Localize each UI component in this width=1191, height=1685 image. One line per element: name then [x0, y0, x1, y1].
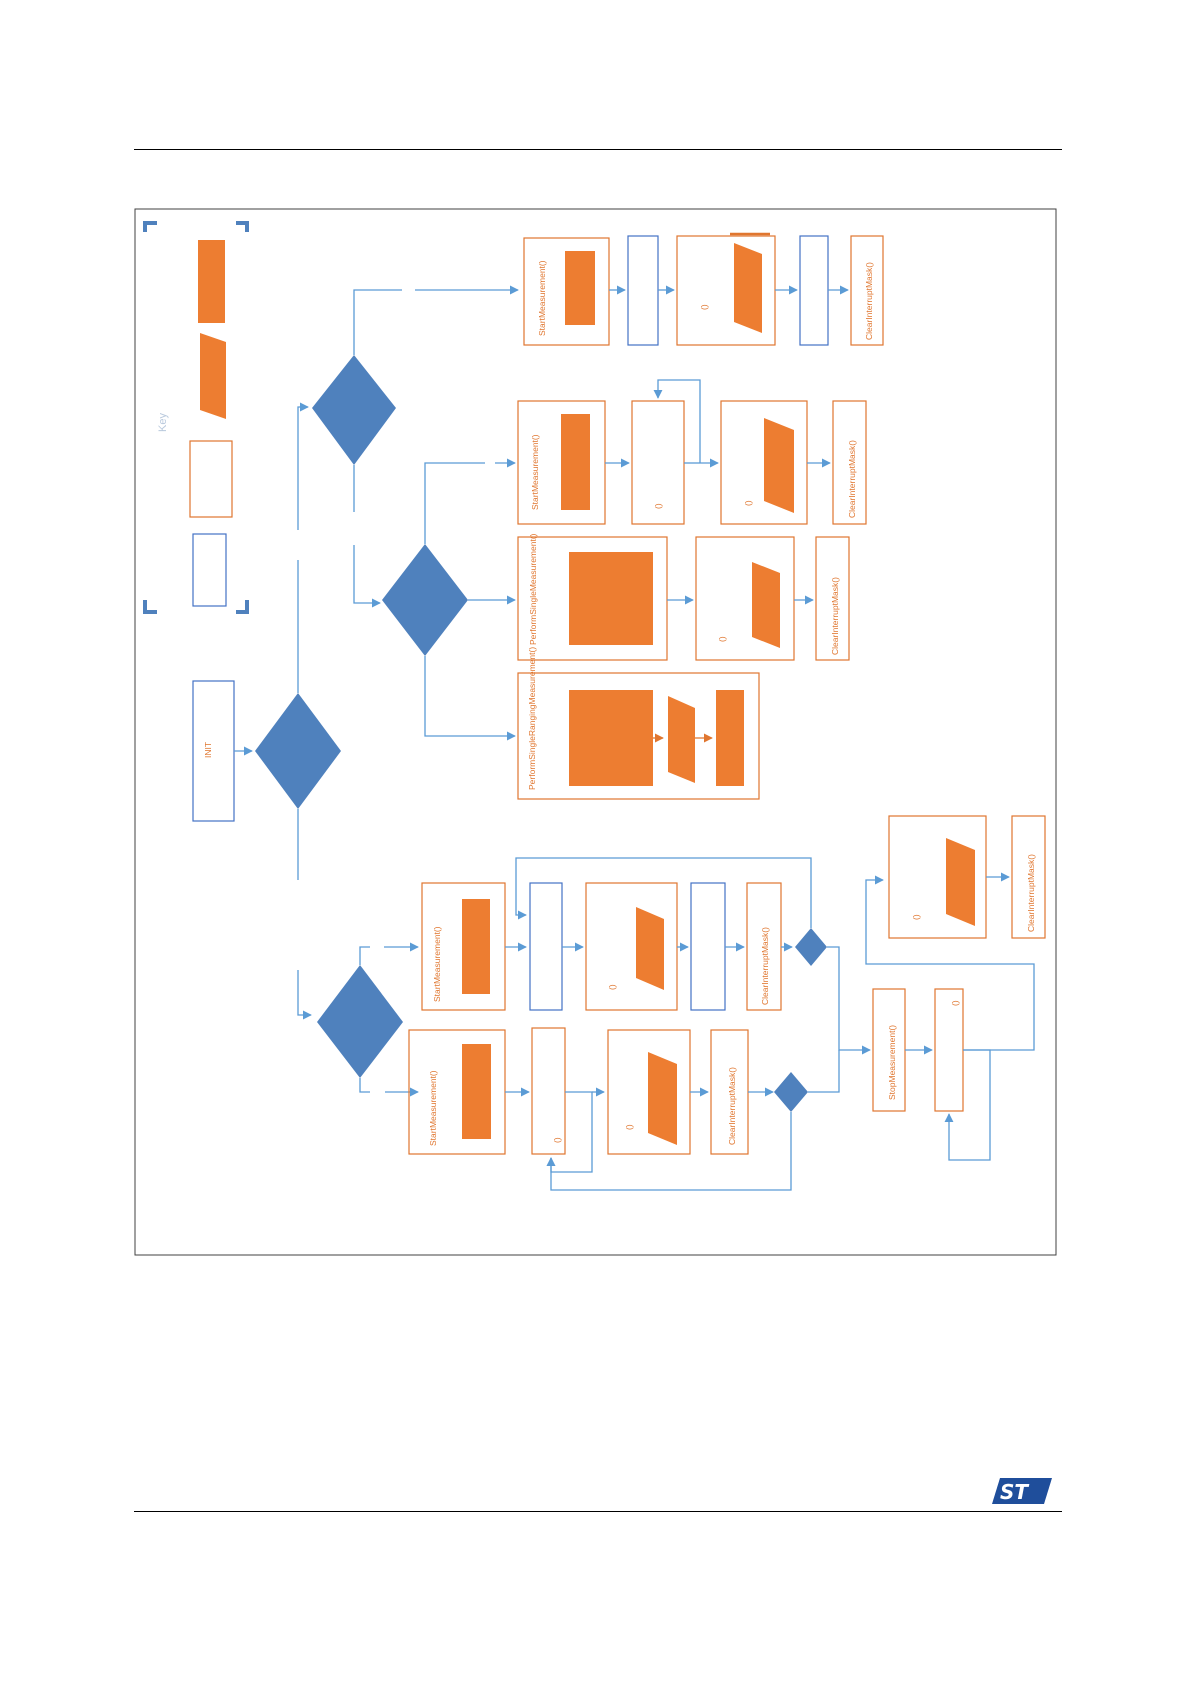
decision-a: [312, 355, 396, 465]
legend-io-shape: [200, 333, 226, 419]
decision-b: [382, 544, 468, 656]
arrow-to-row4: [424, 656, 516, 741]
row6-read-label: (): [624, 1124, 634, 1130]
st-logo-text: ST: [1000, 1480, 1029, 1504]
decision-b-up: [424, 462, 485, 544]
trunk-up-upper: [297, 402, 309, 530]
stop-label: StopMeasurement(): [887, 1025, 897, 1100]
row3-clear-box: [815, 536, 850, 661]
row2-start-label: StartMeasurement(): [530, 434, 540, 510]
row4-ranging-label: PerformSingleRangingMeasurement(): [527, 647, 537, 790]
row2-read-label: (): [743, 500, 753, 506]
row6-exit: [808, 1050, 840, 1093]
final-read-label: (): [911, 914, 921, 920]
row1-wait-box-2: [799, 235, 829, 346]
st-logo-badge: [992, 1478, 1052, 1504]
row5-wait-box: [529, 882, 563, 1011]
row1-read-io: [734, 243, 762, 333]
header-rule: [134, 149, 1062, 150]
row5-clear-label: ClearInterruptMask(): [760, 927, 770, 1005]
legend-corner-bl: [143, 600, 157, 614]
row1-wait-box: [627, 235, 659, 346]
final-read-io: [946, 838, 975, 926]
legend-corner-tl: [143, 221, 157, 232]
st-logo: ST: [992, 1478, 1052, 1504]
row5-wait-box-2: [690, 882, 726, 1011]
row2-poll-label: (): [653, 503, 663, 509]
row1-clear-box: [850, 235, 884, 346]
decision-c-down: [359, 1078, 370, 1093]
legend: Key: [143, 221, 249, 614]
row3-single-box: [517, 536, 668, 661]
row3-clear-label: ClearInterruptMask(): [830, 577, 840, 655]
row5-read-io: [636, 907, 664, 990]
row5-loop: [515, 857, 812, 928]
row5-decision: [795, 928, 827, 966]
row1-clear-label: ClearInterruptMask(): [864, 262, 874, 340]
row3-read-io: [752, 562, 780, 648]
trunk-down-lower: [297, 970, 312, 1020]
stop-poll-box: [934, 988, 964, 1112]
row4-clear-fill: [716, 690, 744, 786]
row2-clear-label: ClearInterruptMask(): [847, 440, 857, 518]
final-clear-box: [1011, 815, 1046, 939]
row1-start-box: [523, 237, 610, 346]
row5-read-label: (): [607, 984, 617, 990]
row2-clear-box: [832, 400, 867, 525]
legend-process-filled: [198, 240, 225, 323]
row6-poll-label: (): [552, 1137, 562, 1143]
row2-read-io: [764, 418, 794, 513]
decision-c-up: [359, 946, 370, 965]
row3-read-label: (): [717, 636, 727, 642]
row6-start-label: StartMeasurement(): [428, 1070, 438, 1146]
row4-read-io: [668, 696, 695, 783]
row3-read-box: [695, 536, 795, 661]
final-clear-label: ClearInterruptMask(): [1026, 854, 1036, 932]
row2-start-fill: [561, 414, 590, 510]
row6-poll-box: [531, 1027, 566, 1155]
mode-decision: [255, 693, 341, 809]
stop-poll-label: (): [950, 1000, 960, 1006]
decision-a-up: [353, 289, 402, 355]
row3-single-fill: [569, 552, 653, 645]
row5-exit: [827, 946, 871, 1055]
init-box: [192, 680, 235, 822]
row6-poll-loop: [546, 1091, 593, 1173]
arrow-to-decision-b: [353, 545, 381, 608]
row1-start-fill: [565, 251, 595, 325]
row3-single-label: PerformSingleMeasurement(): [528, 533, 538, 645]
row1-start-label: StartMeasurement(): [537, 260, 547, 336]
init-label: INIT: [203, 742, 213, 758]
row6-loop: [546, 1112, 792, 1191]
row6-decision: [774, 1072, 808, 1112]
stop-to-final: [865, 875, 1035, 1051]
footer-rule: [134, 1511, 1062, 1512]
row2-poll-loop: [653, 379, 701, 463]
legend-corner-tr: [236, 221, 249, 232]
row1-read-label: (): [699, 304, 709, 310]
legend-process-box: [189, 440, 233, 518]
legend-wait-box: [192, 533, 227, 607]
row4-ranging-fill: [569, 690, 653, 786]
decision-c: [317, 965, 403, 1078]
row5-start-label: StartMeasurement(): [432, 926, 442, 1002]
stop-poll-loop: [944, 1049, 991, 1161]
figure-frame: [134, 208, 1057, 1256]
legend-corner-br: [236, 600, 249, 614]
legend-key-label: Key: [157, 413, 169, 432]
row5-start-fill: [462, 899, 490, 994]
row6-read-io: [648, 1052, 677, 1145]
row6-clear-label: ClearInterruptMask(): [727, 1067, 737, 1145]
row6-start-fill: [462, 1044, 491, 1139]
row4-ranging-box: [517, 672, 760, 800]
